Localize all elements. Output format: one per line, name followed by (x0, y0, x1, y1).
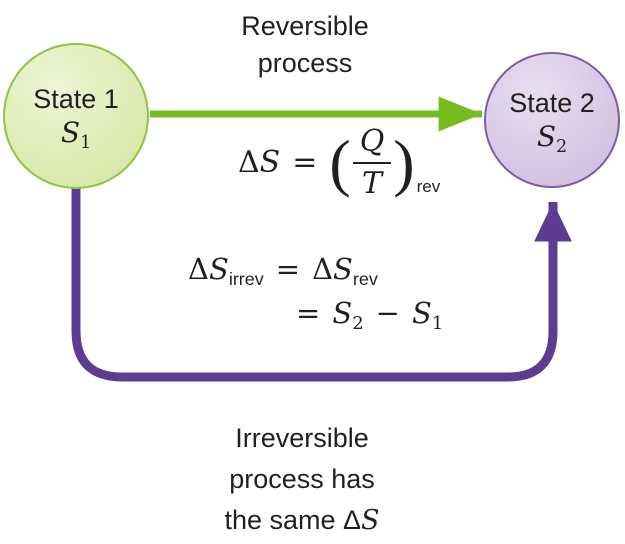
state2-label: State 2 (509, 88, 595, 118)
state1-label: State 1 (33, 84, 119, 114)
irreversible-process-caption: Irreversible process has the same ΔS (92, 418, 512, 541)
irreversible-entropy-equation-line1: ΔSirrev=ΔSrev (188, 252, 378, 289)
rev-subscript: rev (416, 177, 441, 196)
reversible-caption-line2: process (257, 48, 353, 78)
delta-symbol: Δ (238, 145, 260, 180)
irreversible-process-arrow (71, 186, 572, 382)
close-paren: ) (393, 126, 415, 198)
irreversible-caption-line1: Irreversible (235, 423, 369, 453)
state1-circle: State 1 S1 (3, 43, 149, 189)
open-paren: ( (329, 126, 351, 198)
reversible-caption-line1: Reversible (241, 11, 369, 41)
irreversible-caption-line2: process has (229, 464, 375, 494)
state2-entropy-symbol: S2 (536, 120, 568, 157)
q-over-t-fraction: Q T (352, 124, 392, 201)
irreversible-caption-line3: the same ΔS (224, 505, 380, 536)
irreversible-entropy-equation-line2: =S2−S1 (296, 296, 444, 334)
state2-circle: State 2 S2 (484, 52, 620, 188)
reversible-process-caption: Reversible process (190, 8, 420, 82)
state1-entropy-symbol: S1 (60, 116, 92, 153)
